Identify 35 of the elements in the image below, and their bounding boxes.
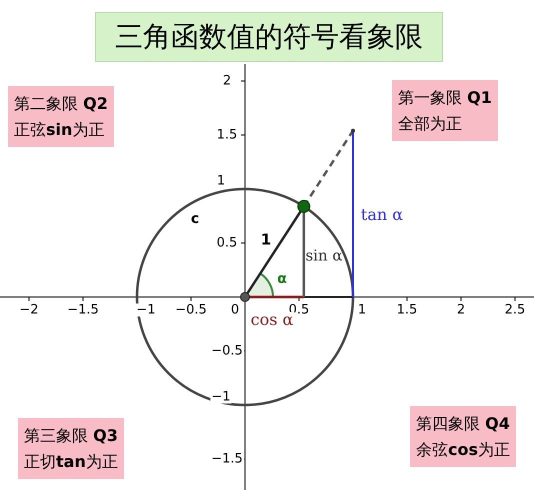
tick-label: −1.5 xyxy=(66,304,100,316)
sign-rule: 正弦sin为正 xyxy=(14,118,106,141)
tick-label: −1 xyxy=(135,304,157,316)
curve-label: c xyxy=(190,212,200,226)
quadrant-box xyxy=(18,418,124,480)
tick-label: 0 xyxy=(230,304,240,316)
sign-rule: 余弦cos为正 xyxy=(416,438,510,461)
tick-label: −1.5 xyxy=(210,452,244,466)
angle-label: α xyxy=(276,272,288,286)
tick-label: 1 xyxy=(216,174,226,188)
tick-label: −2 xyxy=(18,304,40,316)
tick-label: 2 xyxy=(222,74,232,88)
tick-label: −1 xyxy=(210,390,232,404)
quadrant-box xyxy=(410,406,516,468)
length-label: 1 xyxy=(260,232,272,248)
tick-label: 2 xyxy=(456,304,466,316)
tick-label: 2.5 xyxy=(504,304,526,316)
sign-rule: 全部为正 xyxy=(398,112,463,135)
quadrant-box xyxy=(8,86,114,148)
quadrant-heading: 第四象限 Q4 xyxy=(416,413,510,435)
tick-label: 1.5 xyxy=(216,128,238,142)
tick-label: 0.5 xyxy=(216,236,238,250)
tick-label: 1.5 xyxy=(396,304,418,316)
quadrant-heading: 第二象限 Q2 xyxy=(14,93,108,115)
quadrant-box xyxy=(392,80,498,142)
sign-rule: 正切tan为正 xyxy=(24,450,118,473)
tick-label: −0.5 xyxy=(210,344,244,358)
tick-label: −0.5 xyxy=(174,304,208,316)
diagram-title: 三角函数值的符号看象限 xyxy=(95,12,443,62)
tick-label: 1 xyxy=(356,304,368,316)
math-label: cos α xyxy=(250,312,294,328)
quadrant-heading: 第三象限 Q3 xyxy=(24,425,118,447)
math-label: tan α xyxy=(360,207,404,223)
math-label: sin α xyxy=(304,248,344,264)
quadrant-heading: 第一象限 Q1 xyxy=(398,87,492,109)
